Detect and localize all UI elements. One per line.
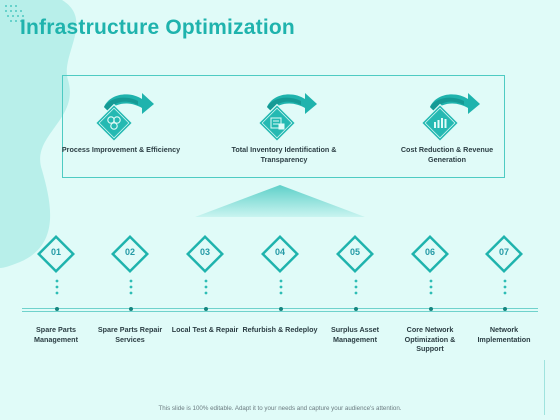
inventory-icon xyxy=(259,93,317,143)
step-number: 01 xyxy=(50,247,61,257)
step-number: 04 xyxy=(274,247,285,257)
step-number: 02 xyxy=(124,247,135,257)
step-label: Spare Parts Repair Services xyxy=(97,325,163,344)
step-connector xyxy=(429,279,433,311)
step-diamond xyxy=(336,235,374,273)
feature-label: Process Improvement & Efficiency xyxy=(61,145,181,154)
step-diamond xyxy=(186,235,224,273)
timeline-step: 05 Surplus Asset Management xyxy=(315,230,395,350)
page-title: Infrastructure Optimization xyxy=(20,16,295,39)
step-diamond xyxy=(411,235,449,273)
step-diamond xyxy=(261,235,299,273)
timeline-step: 03 Local Test & Repair xyxy=(165,230,245,350)
step-number: 05 xyxy=(349,247,360,257)
timeline-step: 06 Core Network Optimization & Support xyxy=(390,230,470,353)
step-connector xyxy=(503,279,507,311)
feature-process-improvement: Process Improvement & Efficiency xyxy=(56,76,186,179)
step-number: 06 xyxy=(424,247,435,257)
timeline-step: 01 Spare Parts Management xyxy=(16,230,96,350)
step-label: Surplus Asset Management xyxy=(330,325,380,344)
step-diamond xyxy=(37,235,75,273)
chart-icon xyxy=(422,93,480,143)
step-label: Core Network Optimization & Support xyxy=(404,325,456,354)
feature-inventory: Total Inventory Identification & Transpa… xyxy=(219,76,349,179)
gears-icon xyxy=(96,93,154,143)
dot-pattern-decoration xyxy=(5,5,24,22)
step-number: 07 xyxy=(498,247,509,257)
feature-label: Cost Reduction & Revenue Generation xyxy=(400,145,494,164)
features-box: Process Improvement & Efficiency Total I… xyxy=(62,75,505,178)
timeline-step: 02 Spare Parts Repair Services xyxy=(90,230,170,350)
pyramid-highlight xyxy=(195,185,365,217)
step-label: Refurbish & Redeploy xyxy=(242,325,318,334)
step-connector xyxy=(354,279,358,311)
feature-cost-reduction: Cost Reduction & Revenue Generation xyxy=(382,76,512,179)
step-diamond xyxy=(485,235,523,273)
step-diamond xyxy=(111,235,149,273)
timeline: 01 Spare Parts Management 02 Spare Parts… xyxy=(0,230,560,353)
timeline-step: 04 Refurbish & Redeploy xyxy=(240,230,320,350)
step-connector xyxy=(129,279,133,311)
step-connector xyxy=(55,279,59,311)
step-label: Spare Parts Management xyxy=(34,325,78,344)
step-label: Local Test & Repair xyxy=(171,325,239,334)
footer-note: This slide is 100% editable. Adapt it to… xyxy=(158,405,402,412)
step-connector xyxy=(279,279,283,311)
step-label: Network Implementation xyxy=(477,325,531,344)
timeline-step: 07 Network Implementation xyxy=(464,230,544,350)
background-blob xyxy=(0,0,77,268)
step-connector xyxy=(204,279,208,311)
decorative-line xyxy=(544,360,545,415)
feature-label: Total Inventory Identification & Transpa… xyxy=(231,145,337,164)
step-number: 03 xyxy=(199,247,210,257)
